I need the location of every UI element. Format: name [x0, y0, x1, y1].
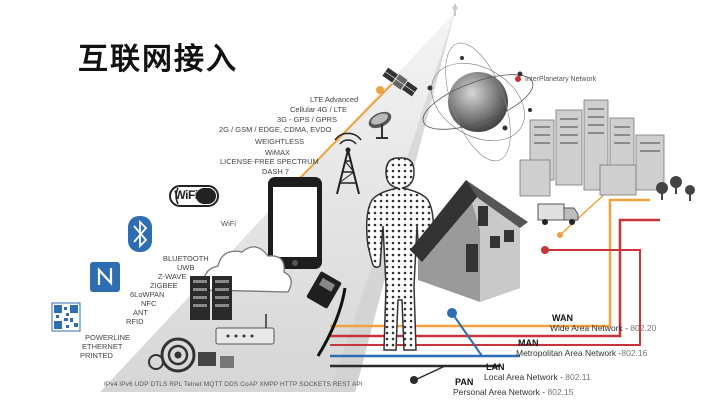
short-range-label: RFID — [126, 317, 144, 326]
cell-tower-icon — [334, 132, 362, 195]
man-line — [330, 218, 660, 338]
dish-icon — [368, 111, 392, 139]
short-range-label: Z-WAVE — [158, 272, 187, 281]
qr-code-icon — [51, 302, 81, 332]
short-range-label: NFC — [141, 299, 157, 308]
wired-label: PRINTED — [80, 351, 113, 360]
network-desc: Wide Area Network - 802.20 — [550, 323, 657, 333]
interplanetary-label: InterPlanetary Network — [525, 76, 597, 83]
city-icon — [519, 99, 665, 197]
network-desc: Metropolitan Area Network -802.16 — [516, 348, 648, 358]
network-desc: Local Area Network - 802.11 — [484, 372, 591, 382]
short-range-label: 6LoWPAN — [130, 290, 165, 299]
network-name: PAN — [455, 377, 474, 387]
satellite-icon — [382, 67, 418, 97]
radio-tech-label: 3G - GPS / GPRS — [277, 115, 338, 124]
network-desc: Personal Area Network - 802.15 — [453, 387, 574, 397]
wired-label: ETHERNET — [82, 342, 123, 351]
radio-tech-label: DASH 7 — [262, 167, 290, 176]
wan-line — [330, 198, 650, 328]
short-range-label: UWB — [177, 263, 195, 272]
bluetooth-icon — [128, 216, 152, 252]
smartphone-icon — [268, 177, 322, 269]
network-name: LAN — [486, 362, 505, 372]
ethernet-plug-icon — [306, 271, 347, 357]
network-name: MAN — [518, 338, 539, 348]
protocol-list: IPv4 IPv6 UDP DTLS RPL Telnet MQTT DDS C… — [104, 381, 363, 388]
nfc-icon — [90, 262, 120, 292]
short-range-label: BLUETOOTH — [163, 254, 209, 263]
truck-icon — [537, 203, 579, 225]
server-rack-icon — [190, 276, 232, 320]
human-figure-icon — [365, 157, 435, 351]
page-title: 互联网接入 — [78, 42, 238, 77]
globe-icon — [422, 42, 534, 162]
house-icon — [410, 180, 528, 302]
network-name: WAN — [552, 313, 573, 323]
man-line-2 — [330, 249, 641, 346]
router-icon — [215, 314, 275, 345]
radio-tech-label: WiMAX — [265, 148, 290, 157]
lan-line-link — [451, 312, 483, 357]
short-range-label: ZIGBEE — [150, 281, 178, 290]
signal-rings-icon — [148, 337, 196, 373]
trees-icon — [656, 176, 695, 201]
wifi-logo-text: WiFi — [174, 188, 198, 202]
radio-tech-label: WEIGHTLESS — [255, 137, 305, 146]
radio-tech-label: LTE Advanced — [310, 95, 359, 104]
wifi-label: WiFi — [221, 219, 236, 228]
radio-tech-label: LICENSE-FREE SPECTRUM — [220, 157, 319, 166]
short-range-label: ANT — [133, 308, 148, 317]
wan-line-top — [299, 83, 393, 179]
radio-tech-label: Cellular 4G / LTE — [290, 105, 347, 114]
radio-tech-label: 2G / GSM / EDGE, CDMA, EVDO — [219, 125, 332, 134]
wifi-logo-icon — [169, 185, 219, 207]
wired-label: POWERLINE — [85, 333, 131, 342]
